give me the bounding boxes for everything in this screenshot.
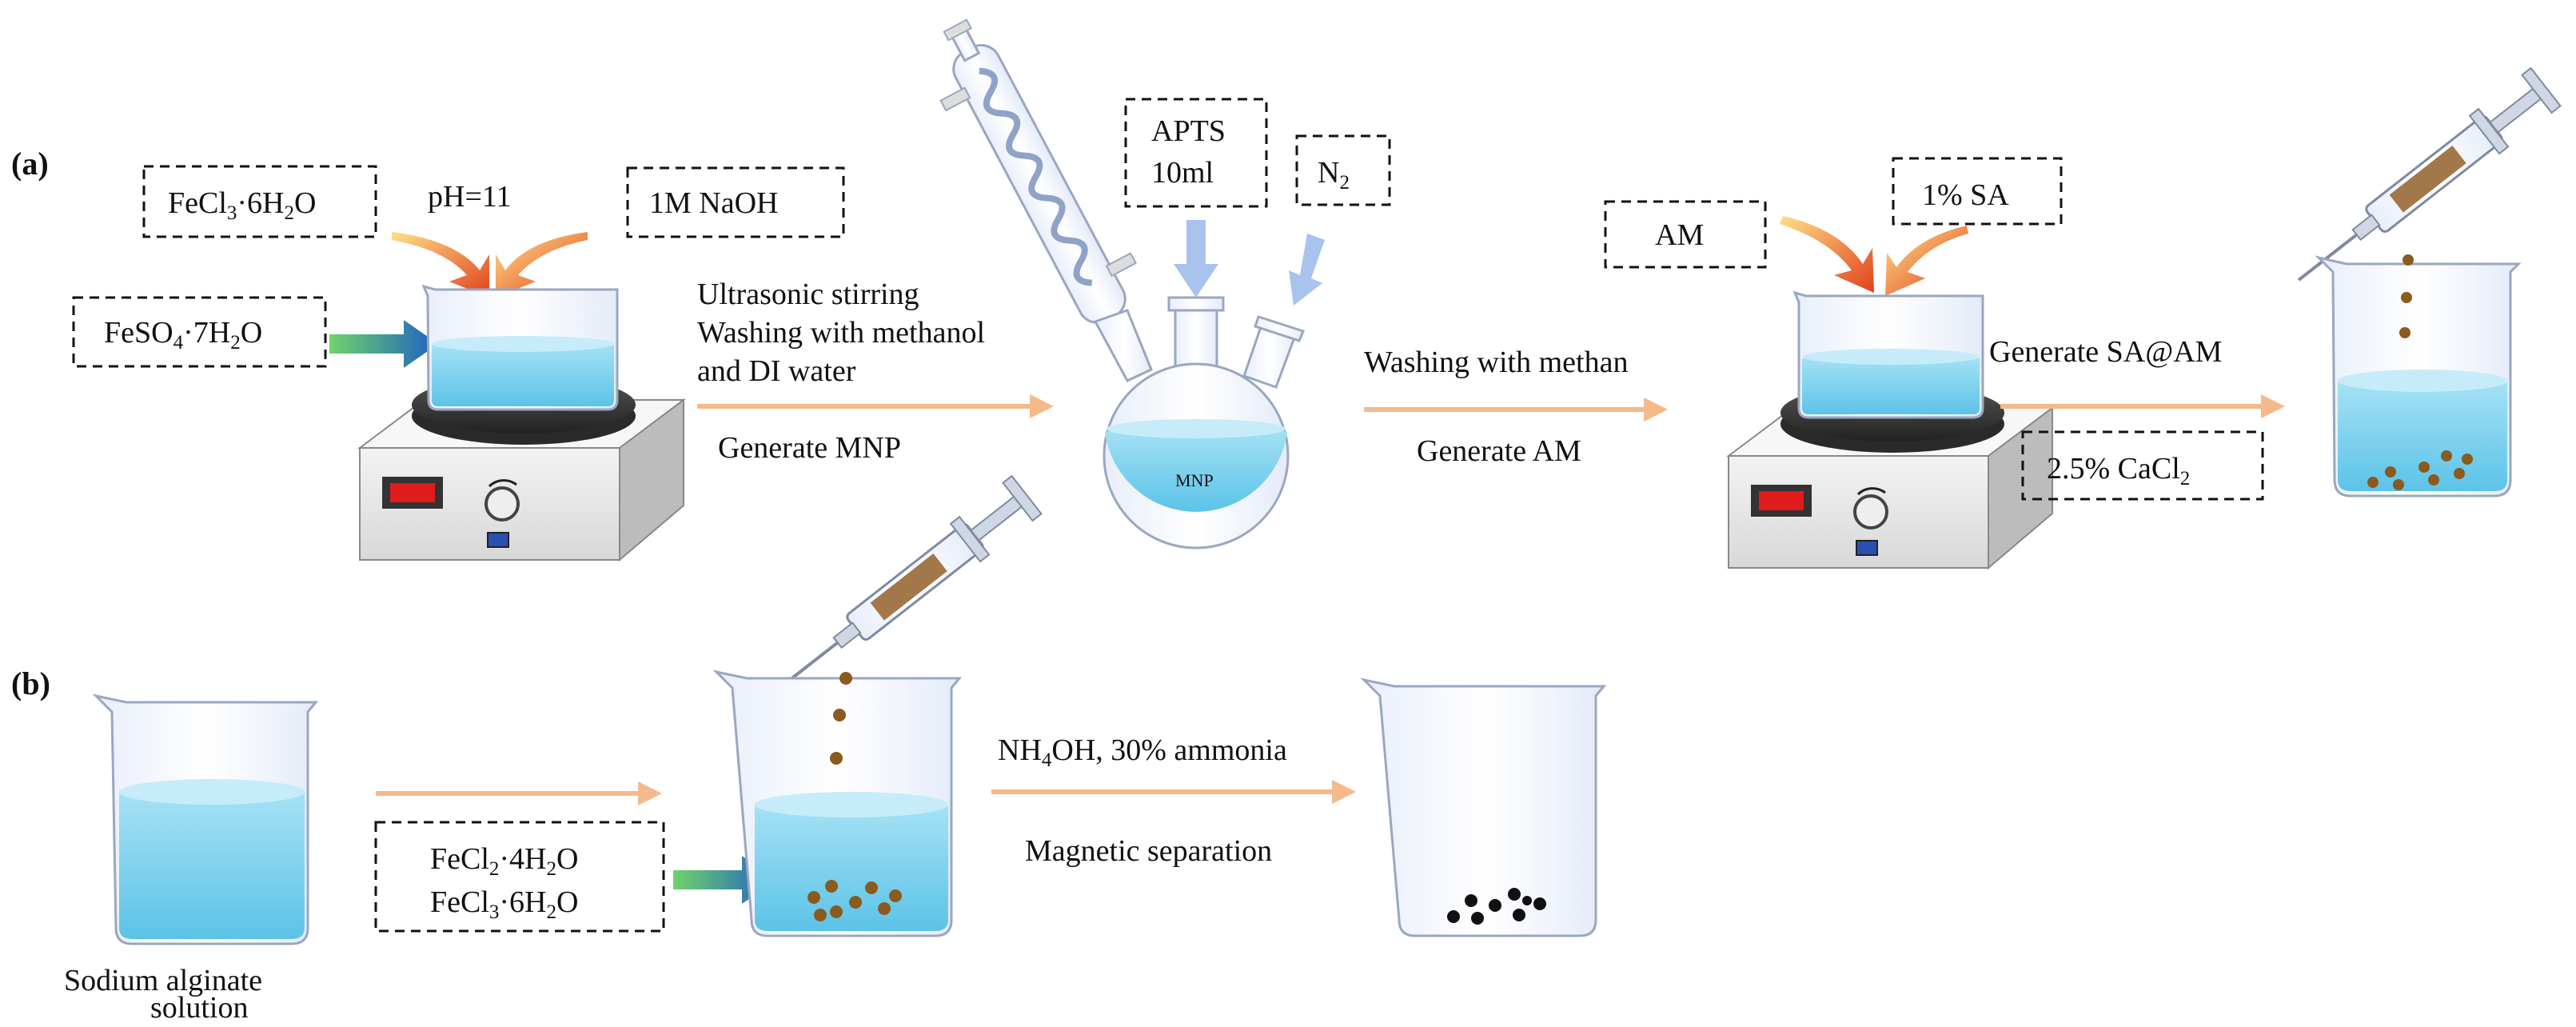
ph-label: pH=11	[428, 180, 511, 214]
dashed-box-sa: 1% SA	[1892, 157, 2063, 226]
orange-arrow-left	[392, 232, 489, 298]
beaker-magnetic-separation	[1360, 677, 1607, 937]
dashed-box-feso4: FeSO4·7H2O	[72, 296, 327, 368]
dashed-box-naoh: 1M NaOH	[626, 166, 845, 238]
dashed-box-fecl3: FeCl3·6H2O	[142, 165, 377, 238]
addition-arrow-n2	[1289, 234, 1325, 306]
step1-line1: Ultrasonic stirring	[697, 278, 919, 311]
stirrer-knob-1	[484, 486, 520, 521]
flask-label: MNP	[1175, 470, 1214, 490]
naoh-label: 1M NaOH	[649, 186, 778, 220]
blue-arrow-feso4	[329, 320, 438, 368]
dashed-box-am: AM	[1604, 200, 1767, 269]
step2-line1: Washing with methan	[1364, 346, 1628, 379]
orange-arrow-am	[1780, 216, 1874, 293]
am-label: AM	[1655, 218, 1704, 252]
step1-line3: and DI water	[697, 354, 856, 388]
addition-arrow-apts	[1174, 220, 1218, 298]
dashed-box-cacl2: 2.5% CaCl2	[2021, 430, 2264, 501]
beaker-fe-crosslink	[712, 669, 963, 937]
sa-label: 1% SA	[1922, 178, 2009, 212]
beaker-sodium-alginate	[92, 693, 319, 945]
step-b-line1: NH4OH, 30% ammonia	[998, 733, 1287, 771]
cacl2-label: 2.5% CaCl2	[2047, 452, 2190, 490]
beaker-sa-am	[2315, 254, 2522, 498]
dashed-box-apts: APTS 10ml	[1124, 98, 1268, 208]
panel-label-a: (a)	[11, 146, 49, 182]
n2-label: N2	[1318, 156, 1350, 194]
dashed-box-n2: N2	[1295, 134, 1391, 206]
step3-line1: Generate SA@AM	[1989, 335, 2222, 369]
stirrer-knob-2	[1853, 494, 1888, 529]
three-neck-flask: MNP	[1093, 296, 1306, 549]
magnetic-stirrer-1	[357, 284, 686, 562]
step-b-result: Magnetic separation	[1025, 834, 1272, 868]
sodium-alginate-caption-line1: Sodium alginate	[64, 964, 262, 997]
panel-label-b: (b)	[11, 665, 50, 701]
step1-line2: Washing with methanol	[697, 316, 985, 350]
orange-arrow-sa	[1885, 226, 1968, 296]
magnetic-stirrer-2	[1726, 290, 2055, 570]
fecl2-label: FeCl2·4H2O	[430, 842, 578, 880]
apts-label: APTS	[1151, 114, 1226, 148]
orange-arrow-right	[496, 232, 588, 298]
dashed-box-fecl2-fecl3: FeCl2·4H2O FeCl3·6H2O	[374, 821, 665, 933]
syringe-a	[2297, 66, 2562, 282]
fecl3-label: FeCl3·6H2O	[168, 186, 316, 224]
step2-result: Generate AM	[1417, 434, 1581, 468]
feso4-label: FeSO4·7H2O	[104, 316, 262, 354]
syringe-b	[778, 474, 1043, 689]
apts-volume: 10ml	[1151, 156, 1214, 190]
fecl3-label-b: FeCl3·6H2O	[430, 885, 578, 923]
sodium-alginate-caption-line2: solution	[150, 991, 248, 1023]
step1-result: Generate MNP	[718, 431, 901, 465]
